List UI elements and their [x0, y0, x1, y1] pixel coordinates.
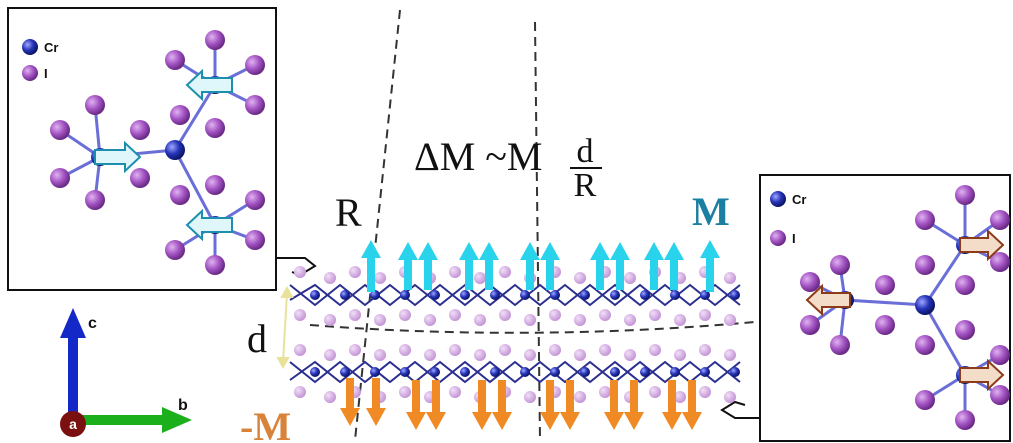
right-legend-cr: Cr	[770, 191, 806, 207]
right-legend-i-label: I	[792, 231, 796, 246]
axis-origin	[60, 411, 86, 437]
magnetization-label: M	[692, 189, 730, 234]
axis-b-label: b	[178, 397, 188, 414]
legend-i: I	[22, 65, 48, 81]
spin-arrow-right-icon	[959, 358, 1005, 392]
spin-arrow-left-icon	[185, 68, 233, 102]
formula-denominator: R	[574, 167, 597, 204]
left-inset: Cr I	[7, 7, 277, 291]
formula-lhs: ΔM ~M	[414, 134, 543, 179]
legend-cr: Cr	[22, 39, 58, 55]
right-inset: Cr I	[759, 174, 1011, 442]
crystal-axes: c b a	[60, 308, 192, 437]
spin-arrow-left-icon	[185, 208, 233, 242]
formula: ΔM ~M d R	[414, 133, 602, 204]
right-inset-pointer	[720, 400, 760, 419]
spin-arrow-left-icon	[805, 283, 851, 317]
left-inset-spin-arrows	[94, 68, 233, 242]
right-inset-spin-arrows	[805, 228, 1005, 392]
formula-numerator: d	[577, 133, 594, 170]
magnetization-up-arrows	[361, 240, 720, 292]
axis-a-label: a	[69, 416, 77, 432]
negative-magnetization-label: -M	[240, 404, 291, 443]
spin-arrow-right-icon	[959, 228, 1005, 262]
spin-arrow-right-icon	[94, 140, 142, 174]
legend-i-label: I	[44, 66, 48, 81]
axis-c-arrow	[60, 308, 86, 421]
right-legend-cr-label: Cr	[792, 192, 806, 207]
magnetization-down-arrows	[340, 378, 702, 430]
left-inset-iodine-atoms	[50, 30, 265, 275]
legend-cr-label: Cr	[44, 40, 58, 55]
right-inset-iodine-atoms	[800, 185, 1010, 430]
right-legend-i: I	[770, 230, 796, 246]
axis-b-arrow	[78, 407, 192, 433]
radius-guides	[309, 9, 756, 441]
radius-label: R	[335, 190, 362, 235]
interlayer-distance-marker	[276, 285, 294, 370]
lower-layer	[289, 344, 741, 403]
distance-label: d	[247, 316, 267, 361]
axis-c-label: c	[88, 315, 97, 332]
